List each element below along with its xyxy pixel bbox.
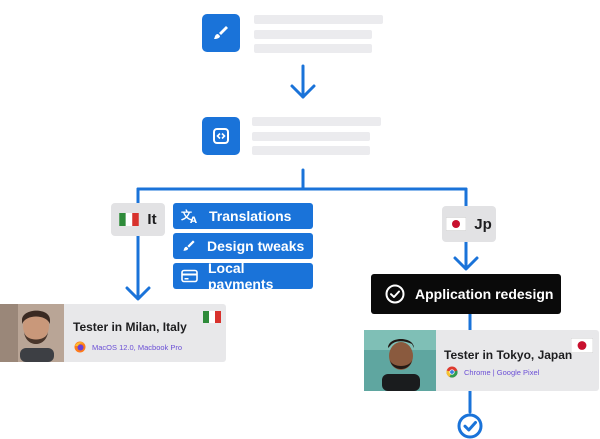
step2-placeholder-line — [252, 117, 381, 126]
branch-italy-label: It — [147, 211, 157, 228]
japan-flag — [446, 217, 467, 231]
branch-japan-label: Jp — [474, 215, 492, 233]
chrome-icon — [446, 366, 458, 378]
svg-text:A: A — [190, 216, 197, 224]
step1-placeholder-line — [254, 44, 372, 53]
tester-device: MacOS 12.0, Macbook Pro — [92, 342, 183, 352]
tester-card-meta: Chrome | Google Pixel — [446, 366, 539, 378]
step1-brush-box — [202, 14, 240, 52]
step1-placeholder-line — [254, 30, 372, 39]
tester-avatar — [0, 304, 64, 362]
tag-label: Translations — [209, 208, 292, 224]
italy-flag — [119, 213, 140, 226]
paintbrush-icon — [214, 26, 228, 39]
tag-label: Design tweaks — [207, 238, 305, 254]
tester-card-title: Tester in Tokyo, Japan — [444, 348, 573, 362]
italy-flag — [203, 311, 221, 323]
application-redesign-box: Application redesign — [371, 274, 561, 314]
tester-card-title: Tester in Milan, Italy — [73, 320, 187, 334]
branch-italy-chip: It — [111, 203, 165, 236]
step1-placeholder-line — [254, 15, 383, 24]
check-circle-icon — [457, 413, 483, 439]
tester-card-meta: MacOS 12.0, Macbook Pro — [74, 341, 182, 353]
step2-placeholder-line — [252, 132, 370, 141]
code-icon — [213, 128, 229, 144]
credit-card-icon — [181, 269, 198, 283]
application-redesign-label: Application redesign — [415, 286, 554, 302]
tester-avatar — [364, 330, 436, 391]
tag-design-tweaks: Design tweaks — [173, 233, 313, 259]
tester-card-milan: Tester in Milan, Italy MacOS 12.0, Macbo… — [0, 304, 226, 362]
japan-flag — [571, 338, 593, 353]
tester-device: Chrome | Google Pixel — [464, 367, 540, 377]
tag-label: Local payments — [208, 260, 274, 292]
step2-placeholder-line — [252, 146, 370, 155]
branch-japan-chip: Jp — [442, 206, 496, 242]
step2-code-box — [202, 117, 240, 155]
tester-card-tokyo: Tester in Tokyo, Japan Chrome | Google P… — [364, 330, 599, 391]
paintbrush-icon — [183, 240, 195, 251]
translate-icon: 文 A — [181, 208, 197, 224]
tag-local-payments: Local payments — [173, 260, 313, 292]
firefox-icon — [74, 341, 86, 353]
svg-text:文: 文 — [181, 208, 193, 222]
tag-translations: 文 A Translations — [173, 203, 313, 229]
check-circle-icon — [385, 284, 405, 304]
